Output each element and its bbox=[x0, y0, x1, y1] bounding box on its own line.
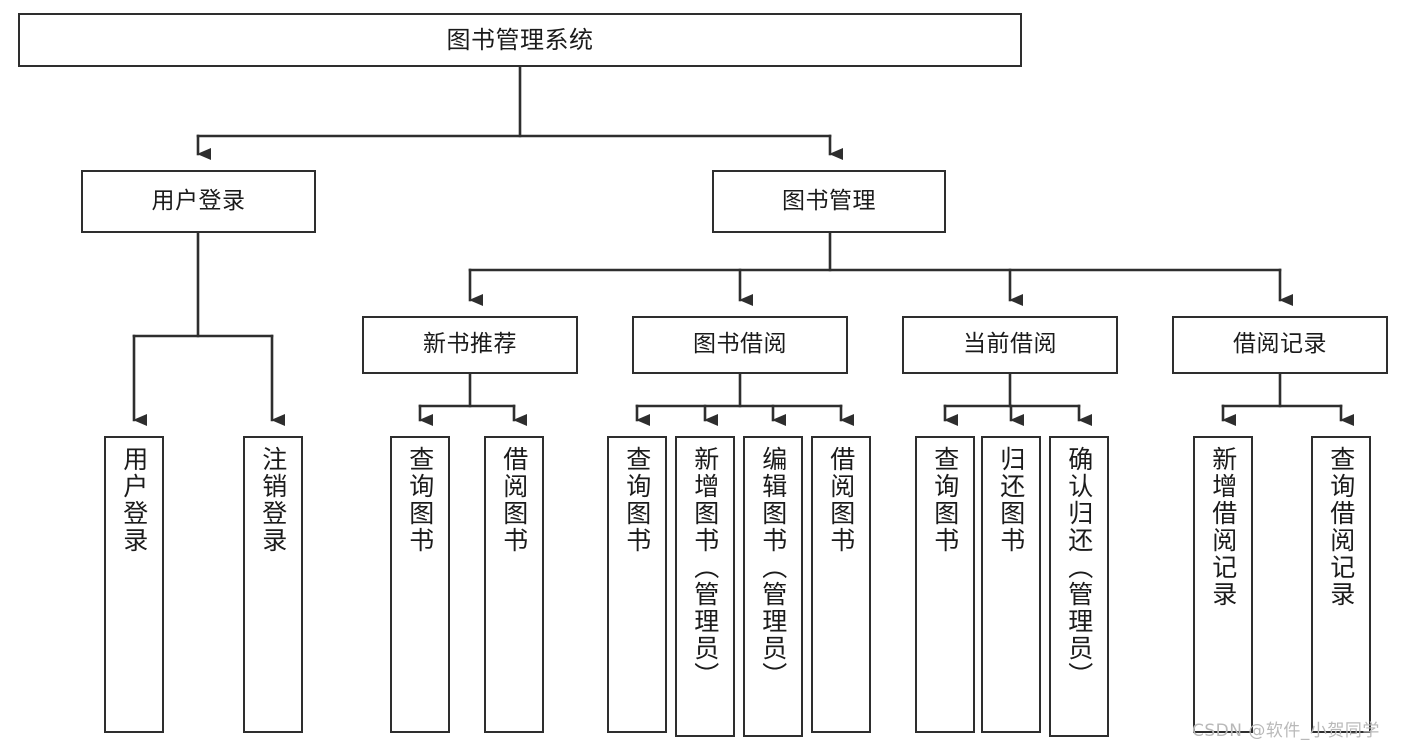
node-borrow-record-label: 借阅记录 bbox=[1233, 331, 1327, 358]
leaf-query-book-2[interactable]: 查询图书 bbox=[607, 436, 667, 733]
node-book-management-label: 图书管理 bbox=[782, 187, 876, 214]
leaf-add-book[interactable]: 新增图书（管理员） bbox=[675, 436, 735, 737]
leaf-query-book-2-label: 查询图书 bbox=[622, 446, 652, 554]
leaf-query-book-1-label: 查询图书 bbox=[405, 446, 435, 554]
leaf-add-book-label: 新增图书（管理员） bbox=[690, 446, 720, 689]
node-root[interactable]: 图书管理系统 bbox=[18, 13, 1022, 67]
leaf-add-record[interactable]: 新增借阅记录 bbox=[1193, 436, 1253, 733]
leaf-confirm-return[interactable]: 确认归还（管理员） bbox=[1049, 436, 1109, 737]
leaf-edit-book-label: 编辑图书（管理员） bbox=[758, 446, 788, 689]
leaf-borrow-book-2-label: 借阅图书 bbox=[826, 446, 856, 554]
node-current-borrow[interactable]: 当前借阅 bbox=[902, 316, 1118, 374]
leaf-query-book-1[interactable]: 查询图书 bbox=[390, 436, 450, 733]
node-current-borrow-label: 当前借阅 bbox=[963, 331, 1057, 358]
leaf-user-login-label: 用户登录 bbox=[119, 446, 149, 554]
leaf-query-record-label: 查询借阅记录 bbox=[1326, 446, 1356, 608]
leaf-add-record-label: 新增借阅记录 bbox=[1208, 446, 1238, 608]
node-user-login[interactable]: 用户登录 bbox=[81, 170, 316, 233]
leaf-borrow-book-1-label: 借阅图书 bbox=[499, 446, 529, 554]
leaf-logout-label: 注销登录 bbox=[258, 446, 288, 554]
node-book-management[interactable]: 图书管理 bbox=[712, 170, 946, 233]
leaf-query-record[interactable]: 查询借阅记录 bbox=[1311, 436, 1371, 733]
leaf-borrow-book-2[interactable]: 借阅图书 bbox=[811, 436, 871, 733]
node-book-borrow[interactable]: 图书借阅 bbox=[632, 316, 848, 374]
node-borrow-record[interactable]: 借阅记录 bbox=[1172, 316, 1388, 374]
node-user-login-label: 用户登录 bbox=[151, 187, 246, 214]
node-root-label: 图书管理系统 bbox=[446, 25, 594, 54]
node-new-book-recommend[interactable]: 新书推荐 bbox=[362, 316, 578, 374]
leaf-borrow-book-1[interactable]: 借阅图书 bbox=[484, 436, 544, 733]
node-new-book-recommend-label: 新书推荐 bbox=[423, 331, 517, 358]
leaf-confirm-return-label: 确认归还（管理员） bbox=[1064, 446, 1094, 689]
leaf-logout[interactable]: 注销登录 bbox=[243, 436, 303, 733]
watermark: CSDN @软件_小贺同学 bbox=[1192, 721, 1380, 741]
leaf-query-book-3-label: 查询图书 bbox=[930, 446, 960, 554]
leaf-query-book-3[interactable]: 查询图书 bbox=[915, 436, 975, 733]
leaf-user-login[interactable]: 用户登录 bbox=[104, 436, 164, 733]
leaf-edit-book[interactable]: 编辑图书（管理员） bbox=[743, 436, 803, 737]
leaf-return-book[interactable]: 归还图书 bbox=[981, 436, 1041, 733]
node-book-borrow-label: 图书借阅 bbox=[693, 331, 787, 358]
leaf-return-book-label: 归还图书 bbox=[996, 446, 1026, 554]
